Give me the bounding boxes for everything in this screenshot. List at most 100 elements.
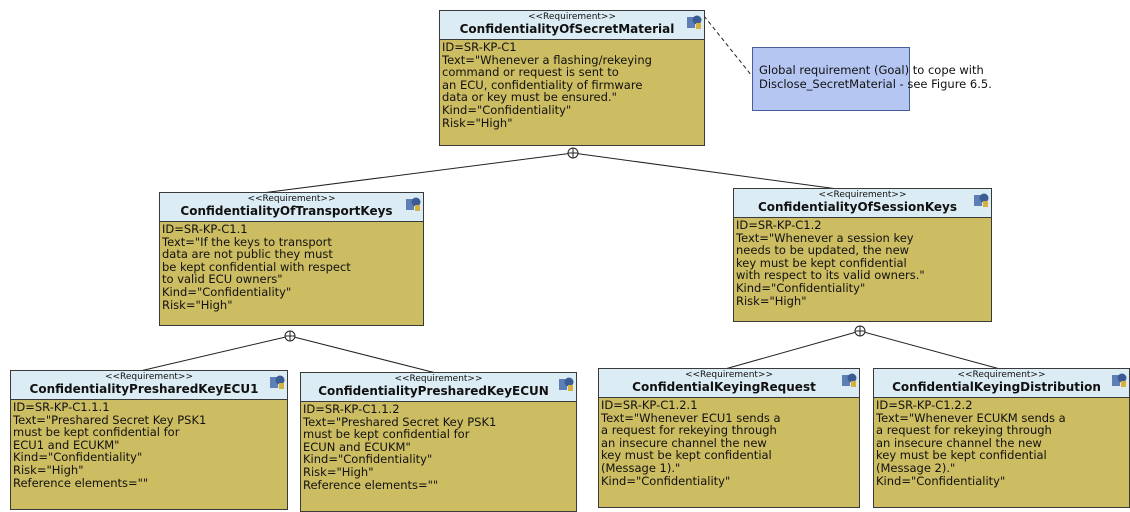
- comment-note[interactable]: Global requirement (Goal) to cope with D…: [752, 47, 992, 111]
- requirement-box-transport[interactable]: <<Requirement>> ConfidentialityOfTranspo…: [159, 192, 424, 326]
- property-line: Text="Whenever ECU1 sends a: [601, 410, 781, 425]
- requirement-icon: [974, 193, 989, 207]
- property-line: ID=SR-KP-C1.2.1: [601, 398, 698, 412]
- property-line: an insecure channel the new: [876, 435, 1042, 450]
- property-line: key must be kept confidential: [601, 448, 772, 463]
- requirement-name: ConfidentialityOfTransportKeys: [180, 204, 393, 218]
- property-line: Text="Preshared Secret Key PSK1: [13, 412, 207, 427]
- containment-circle-plus-icon: [854, 325, 866, 337]
- requirement-stereotype: <<Requirement>>: [104, 372, 194, 382]
- requirement-header: <<Requirement>> ConfidentialityOfSession…: [734, 189, 991, 218]
- property-line: command or request is sent to: [442, 65, 619, 80]
- containment-circle-plus-icon: [567, 147, 579, 159]
- requirement-icon: [406, 197, 421, 211]
- requirement-name: ConfidentialKeyingRequest: [632, 380, 816, 394]
- requirement-icon: [687, 15, 702, 29]
- note-line: Global requirement (Goal) to cope with: [759, 63, 984, 77]
- property-line: Risk="High": [442, 115, 513, 130]
- requirement-stereotype: <<Requirement>>: [684, 370, 774, 380]
- property-line: Kind="Confidentiality": [442, 102, 572, 117]
- property-line: ID=SR-KP-C1.2: [736, 218, 822, 232]
- property-line: ECU1 and ECUKM": [13, 437, 120, 452]
- requirement-header: <<Requirement>> ConfidentialityOfTranspo…: [160, 193, 423, 222]
- requirement-header: <<Requirement>> ConfidentialityPreshared…: [301, 373, 576, 402]
- containment-line-root-session: [572, 152, 846, 191]
- requirement-properties: ID=SR-KP-C1.2.2 Text="Whenever ECUKM sen…: [874, 398, 1129, 488]
- note-line: Disclose_SecretMaterial - see Figure 6.5…: [759, 77, 992, 91]
- property-line: key must be kept confidential: [736, 255, 907, 270]
- property-line: ID=SR-KP-C1: [442, 40, 517, 54]
- property-line: Risk="High": [13, 462, 84, 477]
- property-line: Text="Whenever ECUKM sends a: [876, 410, 1066, 425]
- property-line: Kind="Confidentiality": [876, 473, 1006, 488]
- property-line: (Message 2).": [876, 460, 956, 475]
- property-line: Risk="High": [162, 297, 233, 312]
- requirement-name: ConfidentialKeyingDistribution: [892, 380, 1101, 394]
- property-line: needs to be updated, the new: [736, 243, 910, 258]
- requirement-name: ConfidentialityOfSessionKeys: [757, 200, 958, 214]
- property-line: ID=SR-KP-C1.1.2: [303, 402, 400, 416]
- property-line: ID=SR-KP-C1.1: [162, 222, 248, 236]
- property-line: Reference elements="": [13, 475, 149, 490]
- property-line: to valid ECU owners": [162, 272, 283, 287]
- requirement-box-session[interactable]: <<Requirement>> ConfidentialityOfSession…: [733, 188, 992, 322]
- property-line: Kind="Confidentiality": [162, 284, 292, 299]
- property-line: ID=SR-KP-C1.2.2: [876, 398, 973, 412]
- property-line: a request for rekeying through: [601, 423, 777, 438]
- requirement-box-keying-request[interactable]: <<Requirement>> ConfidentialKeyingReques…: [598, 368, 860, 508]
- containment-line-root-transport: [261, 152, 574, 194]
- requirement-properties: ID=SR-KP-C1 Text="Whenever a flashing/re…: [440, 40, 704, 130]
- property-line: Kind="Confidentiality": [736, 280, 866, 295]
- requirement-stereotype: <<Requirement>>: [818, 190, 907, 200]
- requirement-stereotype: <<Requirement>>: [527, 12, 617, 22]
- requirement-properties: ID=SR-KP-C1.1.1 Text="Preshared Secret K…: [11, 400, 287, 490]
- requirement-stereotype: <<Requirement>>: [957, 370, 1046, 380]
- requirement-icon: [559, 377, 574, 391]
- property-line: Reference elements="": [303, 477, 439, 492]
- containment-line-session-keyreq: [724, 330, 861, 370]
- property-line: Risk="High": [736, 293, 807, 308]
- requirement-box-ecun[interactable]: <<Requirement>> ConfidentialityPreshared…: [300, 372, 577, 512]
- requirement-header: <<Requirement>> ConfidentialityPreshared…: [11, 371, 287, 400]
- requirement-stereotype: <<Requirement>>: [247, 194, 336, 204]
- property-line: Kind="Confidentiality": [303, 452, 433, 467]
- containment-line-transport-ecu1: [139, 335, 291, 372]
- property-line: ECUN and ECUKM": [303, 439, 411, 454]
- containment-circle-plus-icon: [284, 330, 296, 342]
- containment-line-session-keydist: [859, 330, 1001, 370]
- requirement-header: <<Requirement>> ConfidentialKeyingDistri…: [874, 369, 1129, 398]
- property-line: Text="If the keys to transport: [162, 234, 332, 249]
- requirement-box-root[interactable]: <<Requirement>> ConfidentialityOfSecretM…: [439, 10, 705, 146]
- note-anchor-line: [703, 15, 753, 77]
- property-line: (Message 1).": [601, 460, 681, 475]
- requirement-header: <<Requirement>> ConfidentialityOfSecretM…: [440, 11, 704, 40]
- requirement-icon: [270, 375, 285, 389]
- property-line: key must be kept confidential: [876, 448, 1047, 463]
- requirement-name: ConfidentialityPresharedKeyECUN: [318, 384, 549, 398]
- containment-line-transport-ecun: [289, 335, 437, 374]
- requirement-stereotype: <<Requirement>>: [394, 374, 483, 384]
- property-line: must be kept confidential for: [303, 427, 470, 442]
- requirement-name: ConfidentialityOfSecretMaterial: [459, 22, 675, 36]
- property-line: Risk="High": [303, 464, 374, 479]
- requirement-icon: [1112, 373, 1127, 387]
- property-line: must be kept confidential for: [13, 425, 180, 440]
- property-line: Kind="Confidentiality": [13, 450, 143, 465]
- property-line: a request for rekeying through: [876, 423, 1052, 438]
- requirement-properties: ID=SR-KP-C1.1.2 Text="Preshared Secret K…: [301, 402, 576, 492]
- property-line: data are not public they must: [162, 247, 333, 262]
- requirement-icon: [842, 373, 857, 387]
- property-line: Text="Preshared Secret Key PSK1: [303, 414, 497, 429]
- property-line: Kind="Confidentiality": [601, 473, 731, 488]
- requirement-box-ecu1[interactable]: <<Requirement>> ConfidentialityPreshared…: [10, 370, 288, 510]
- property-line: with respect to its valid owners.": [736, 268, 925, 283]
- property-line: Text="Whenever a session key: [736, 230, 914, 245]
- property-line: ID=SR-KP-C1.1.1: [13, 400, 110, 414]
- requirement-properties: ID=SR-KP-C1.2 Text="Whenever a session k…: [734, 218, 991, 308]
- requirement-properties: ID=SR-KP-C1.1 Text="If the keys to trans…: [160, 222, 423, 312]
- requirement-box-keying-distribution[interactable]: <<Requirement>> ConfidentialKeyingDistri…: [873, 368, 1130, 508]
- requirement-properties: ID=SR-KP-C1.2.1 Text="Whenever ECU1 send…: [599, 398, 859, 488]
- property-line: data or key must be ensured.": [442, 90, 617, 105]
- property-line: Text="Whenever a flashing/rekeying: [442, 52, 652, 67]
- property-line: an insecure channel the new: [601, 435, 767, 450]
